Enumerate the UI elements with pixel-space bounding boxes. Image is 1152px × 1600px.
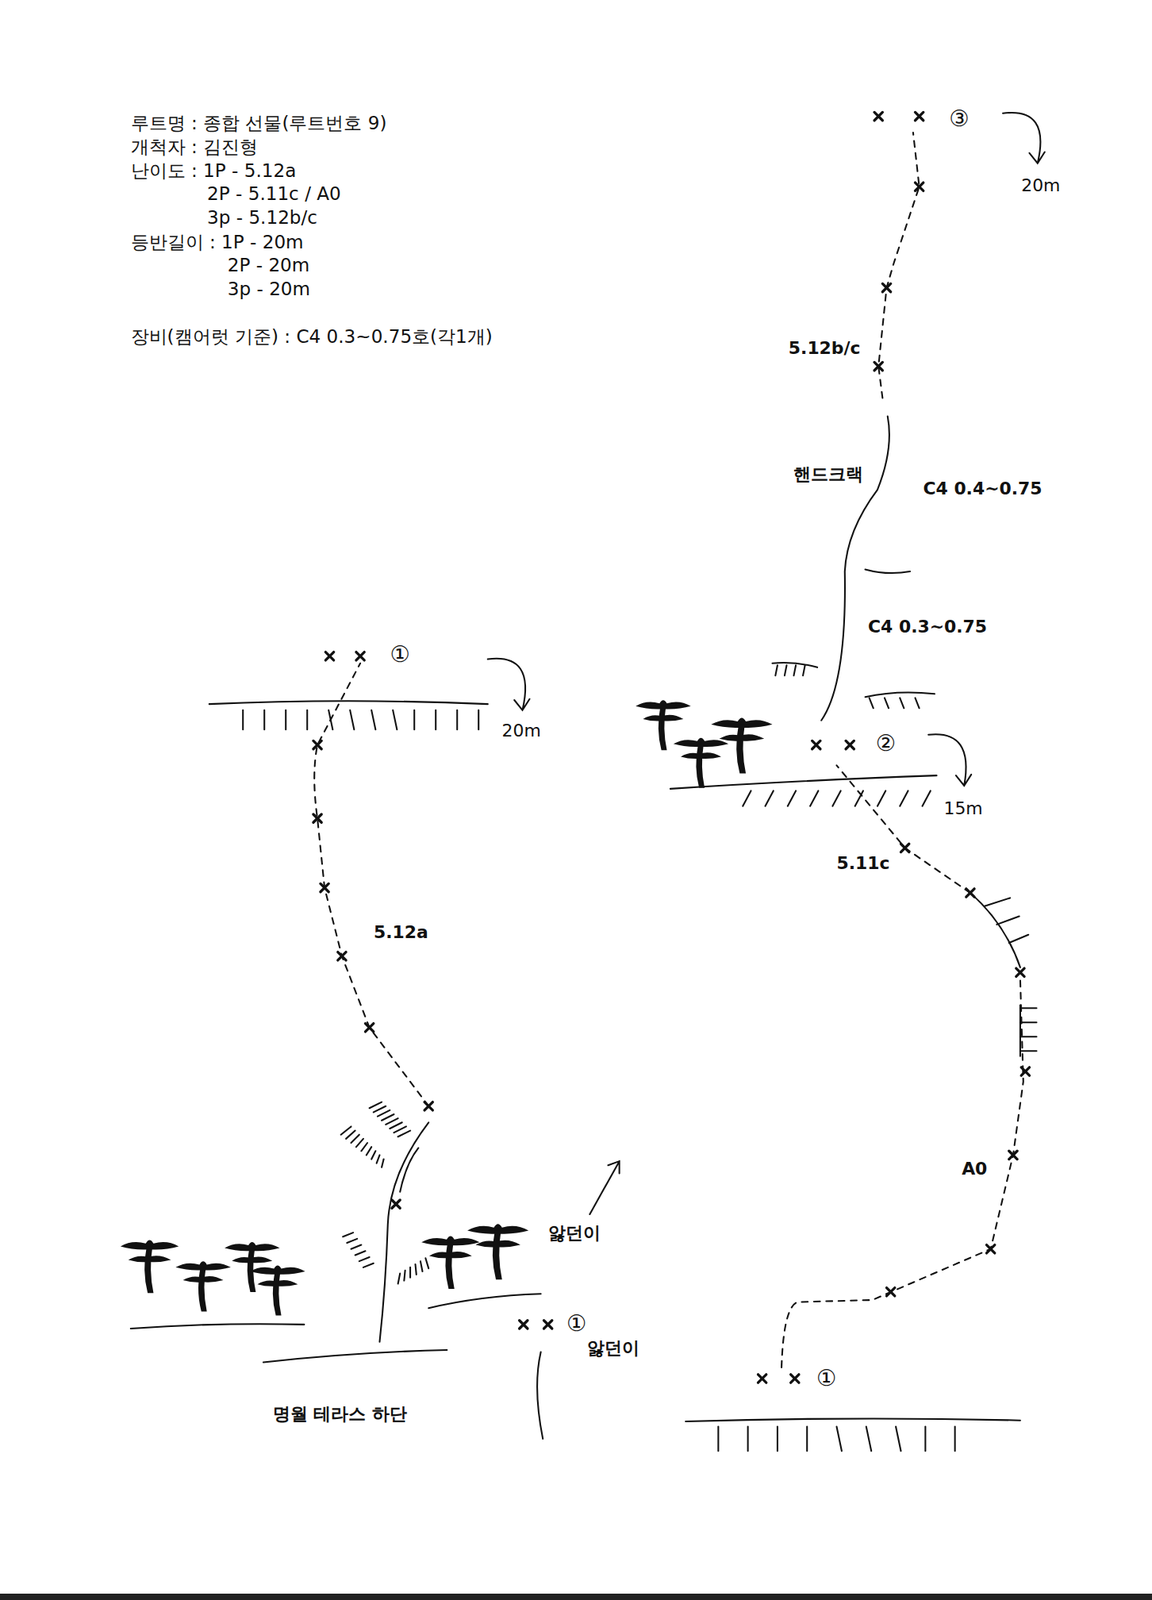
bolt-mark (519, 1320, 528, 1329)
bolt-mark (325, 652, 334, 661)
topo-label: C4 0.4~0.75 (922, 478, 1042, 499)
topo-label: 앓던이 (548, 1222, 601, 1243)
bolt-mark (915, 182, 924, 191)
bolt-mark (313, 814, 322, 822)
page-edge-bar (0, 1593, 1152, 1600)
bolt-mark (874, 361, 883, 370)
bolt-mark (901, 843, 910, 852)
route-info-text: 등반길이 : 1P - 20m (130, 231, 304, 254)
topo-label: A0 (961, 1158, 987, 1179)
bolt-mark (845, 740, 854, 749)
route-info-text: 난이도 : 1P - 5.12a (130, 160, 297, 182)
route-info-text: 2P - 5.11c / A0 (207, 183, 342, 205)
topo-label: 20m (502, 720, 542, 741)
bolt-mark (882, 283, 891, 292)
route-info-text: 루트명 : 종합 선물(루트번호 9) (130, 112, 388, 135)
topo-label: 20m (1021, 175, 1060, 196)
bolt-mark (758, 1374, 767, 1383)
topo-label: C4 0.3~0.75 (867, 616, 987, 637)
bolt-mark (337, 952, 346, 960)
bolt-mark (391, 1199, 400, 1208)
bolt-mark (791, 1374, 799, 1383)
bolt-mark (544, 1320, 553, 1329)
bolt-mark (1021, 1067, 1030, 1076)
bolt-mark (1016, 967, 1025, 976)
bolt-mark (966, 888, 975, 897)
route-info-text: 2P - 20m (227, 254, 311, 277)
bolt-mark (424, 1102, 433, 1110)
bolt-mark (874, 111, 883, 120)
bolt-mark (986, 1244, 995, 1253)
bolt-mark (1009, 1150, 1018, 1159)
topo-label: 5.12b/c (788, 337, 861, 358)
bolt-mark (915, 111, 924, 120)
route-info-text: 3p - 20m (227, 278, 311, 300)
topo-label: ① (389, 641, 410, 669)
topo-label: ① (816, 1365, 837, 1392)
topo-label: 핸드크랙 (793, 464, 864, 484)
topo-label: 앓던이 (587, 1337, 640, 1358)
bolt-mark (812, 740, 821, 749)
bolt-mark (320, 883, 329, 891)
route-info-text: 장비(캠어럿 기준) : C4 0.3~0.75호(각1개) (130, 326, 493, 348)
topo-label: ② (875, 730, 896, 757)
topo-label: 명월 테라스 하단 (272, 1403, 408, 1424)
topo-label: ① (566, 1310, 587, 1337)
bolt-mark (356, 652, 365, 661)
topo-label: 5.12a (373, 921, 429, 942)
route-info-text: 3p - 5.12b/c (207, 207, 318, 229)
bolt-mark (887, 1287, 895, 1296)
bolt-mark (365, 1023, 374, 1032)
bolt-mark (313, 740, 322, 749)
topo-label: ③ (948, 106, 969, 133)
topo-label: 15m (943, 798, 983, 818)
route-info-text: 개척자 : 김진형 (130, 136, 258, 158)
topo-label: 5.11c (837, 852, 891, 873)
